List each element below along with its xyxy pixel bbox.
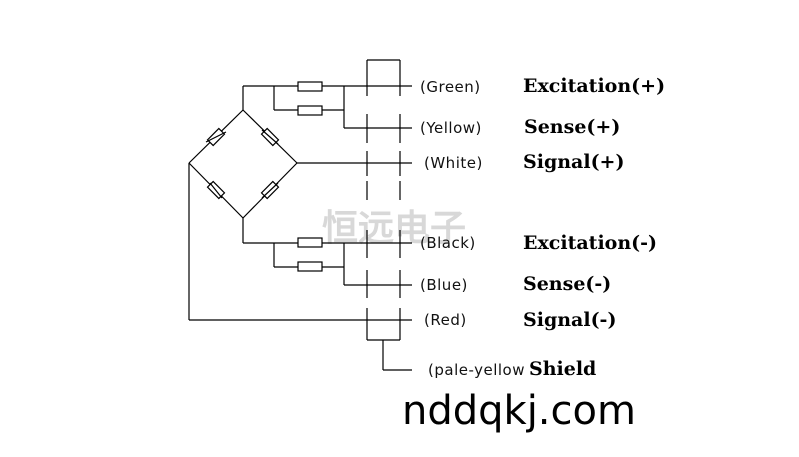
wire-color-white: (White) (424, 154, 483, 172)
function-excitation-plus: Excitation(+) (523, 75, 665, 97)
wire-color-red: (Red) (424, 311, 467, 329)
function-shield: Shield (529, 358, 596, 380)
connector-block (366, 59, 401, 341)
signal-minus-wire (188, 163, 412, 321)
wheatstone-bridge (188, 109, 298, 219)
strain-gauge-bottom-left (206, 180, 226, 200)
strain-gauge-bottom-right (260, 180, 280, 200)
function-signal-minus: Signal(-) (523, 309, 616, 331)
function-signal-plus: Signal(+) (523, 151, 624, 173)
strain-gauge-top-left (205, 127, 227, 147)
function-sense-plus: Sense(+) (524, 116, 620, 138)
top-compensation-network (242, 81, 412, 129)
strain-gauge-top-right (260, 127, 280, 147)
wire-color-black: (Black) (420, 234, 476, 252)
shield-wire (382, 340, 412, 371)
wire-color-green: (Green) (420, 78, 481, 96)
watermark-text: 恒远电子 (322, 207, 466, 249)
wire-color-pale-yellow: (pale-yellow (428, 361, 525, 379)
function-sense-minus: Sense(-) (523, 273, 611, 295)
wire-color-yellow: (Yellow) (420, 119, 482, 137)
site-url: nddqkj.com (402, 388, 636, 434)
wire-color-blue: (Blue) (420, 276, 468, 294)
function-excitation-minus: Excitation(-) (523, 232, 657, 254)
